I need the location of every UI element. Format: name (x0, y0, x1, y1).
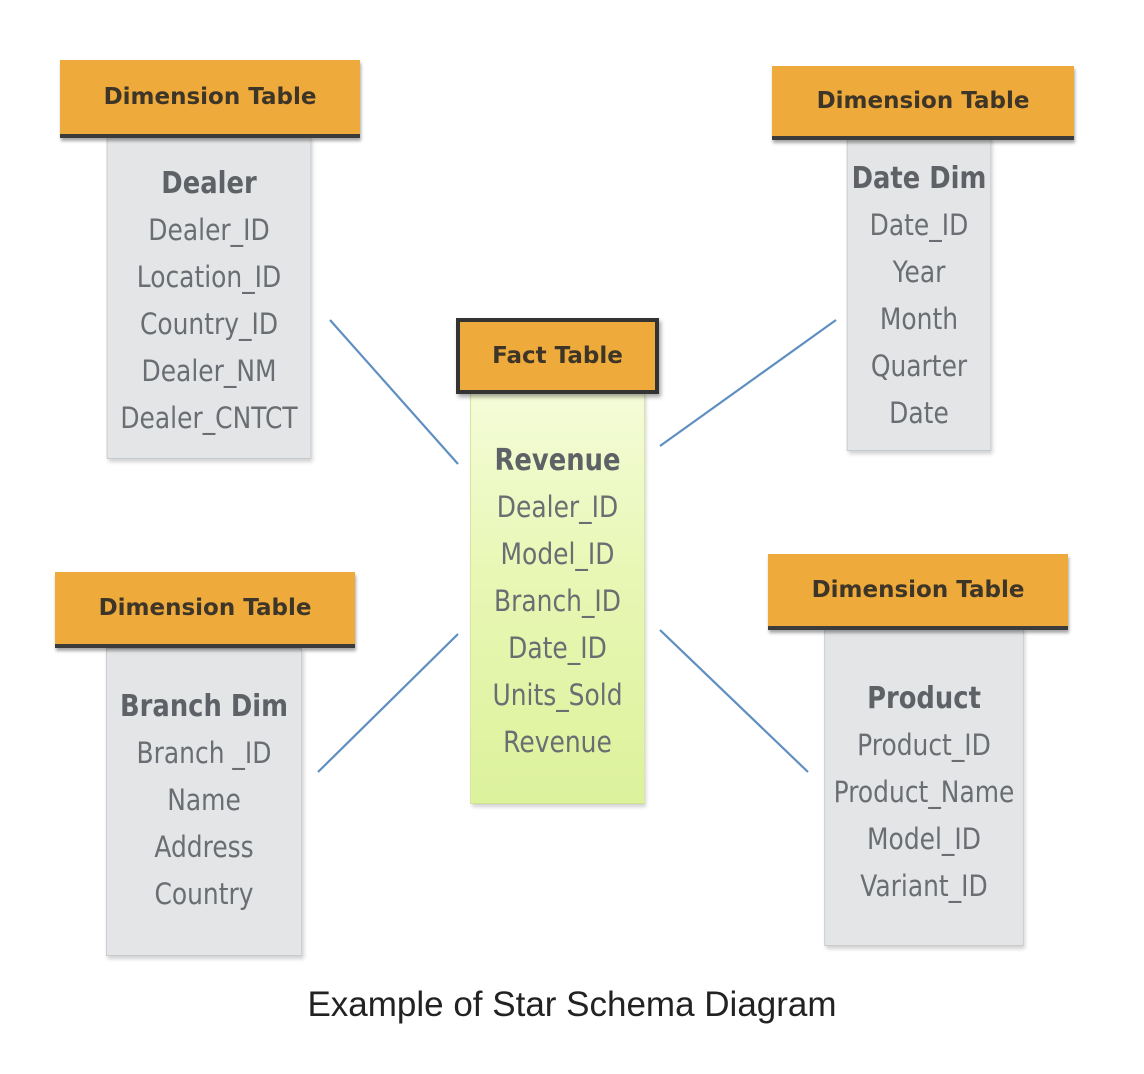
revenue-field: Date_ID (508, 631, 607, 665)
date-dim-table-body: Date Dim Date_ID Year Month Quarter Date (846, 136, 992, 451)
date-dim-field: Month (879, 302, 959, 336)
dealer-table-title: Dealer (161, 166, 257, 201)
revenue-field: Units_Sold (492, 678, 623, 712)
dealer-field: Location_ID (136, 260, 282, 294)
revenue-field: Model_ID (500, 537, 615, 571)
revenue-field: Revenue (503, 725, 612, 759)
product-field: Model_ID (867, 822, 981, 856)
connector-dealer-revenue (329, 319, 459, 465)
revenue-field: Branch_ID (493, 584, 622, 618)
product-table-body: Product Product_ID Product_Name Model_ID… (824, 628, 1024, 946)
revenue-fact-table-body: Revenue Dealer_ID Model_ID Branch_ID Dat… (470, 392, 645, 804)
product-field: Product_Name (833, 775, 1015, 809)
dealer-field: Dealer_CNTCT (120, 401, 298, 435)
dealer-field: Dealer_NM (141, 354, 277, 388)
connector-product-revenue (659, 629, 809, 773)
date-dim-table-header: Dimension Table (772, 66, 1074, 140)
connector-branch-revenue (317, 633, 459, 773)
product-table-title: Product (867, 681, 981, 716)
dealer-field: Dealer_ID (148, 213, 270, 247)
branch-dim-table-title: Branch Dim (120, 689, 288, 724)
product-field: Variant_ID (860, 869, 988, 903)
branch-dim-field: Country (154, 877, 254, 911)
date-dim-field: Year (892, 255, 946, 289)
branch-dim-field: Name (167, 783, 241, 817)
branch-dim-field: Address (154, 830, 254, 864)
branch-dim-field: Branch _ID (136, 736, 272, 770)
connector-datedim-revenue (659, 319, 837, 447)
date-dim-field: Date_ID (869, 208, 969, 242)
product-table-header: Dimension Table (768, 554, 1068, 630)
dealer-table-header: Dimension Table (60, 60, 360, 138)
date-dim-field: Quarter (870, 349, 968, 383)
product-field: Product_ID (857, 728, 991, 762)
branch-dim-table-header: Dimension Table (55, 572, 355, 648)
branch-dim-table-body: Branch Dim Branch _ID Name Address Count… (105, 648, 303, 956)
revenue-table-title: Revenue (494, 443, 621, 478)
revenue-fact-table-header: Fact Table (456, 318, 659, 394)
date-dim-field: Date (889, 396, 949, 430)
dealer-table-body: Dealer Dealer_ID Location_ID Country_ID … (106, 137, 312, 459)
diagram-caption: Example of Star Schema Diagram (307, 985, 837, 1024)
date-dim-table-title: Date Dim (851, 161, 987, 196)
revenue-field: Dealer_ID (496, 490, 619, 524)
dealer-field: Country_ID (139, 307, 279, 341)
